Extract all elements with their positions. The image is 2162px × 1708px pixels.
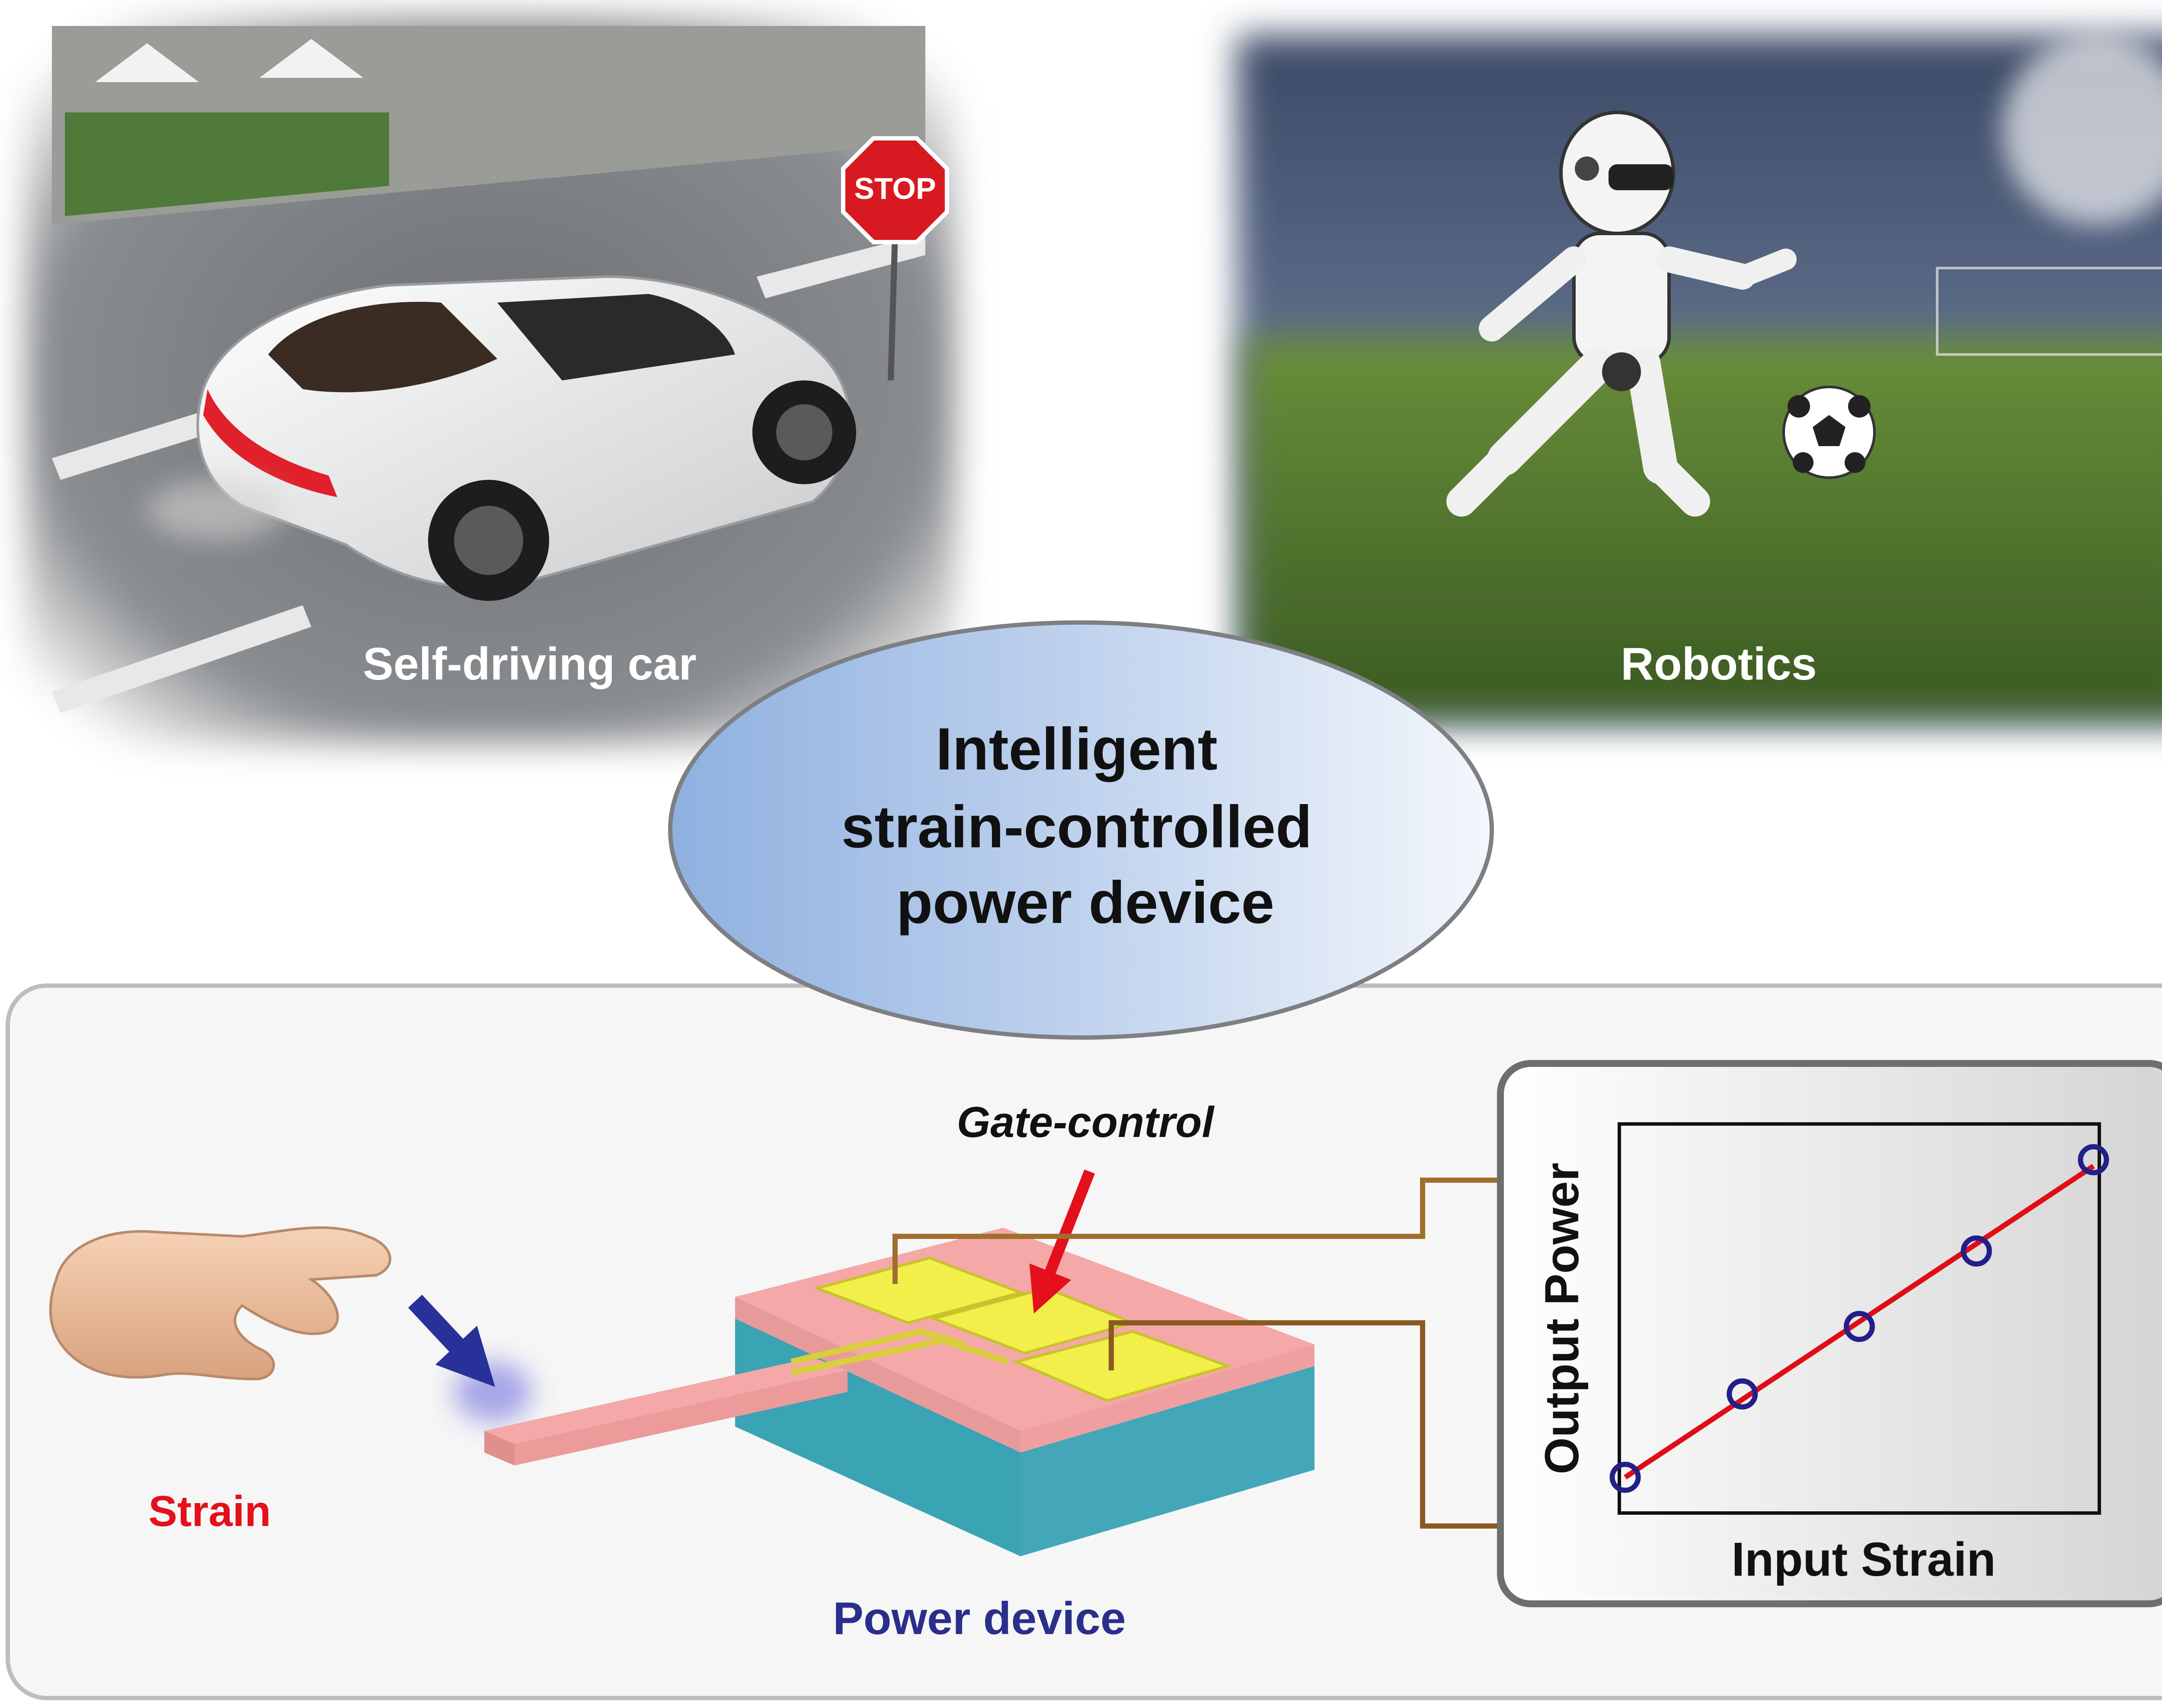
chart-y-label: Output Power — [1535, 1162, 1589, 1474]
center-title-line-3: power device — [896, 869, 1274, 936]
chart-x-label: Input Strain — [1731, 1533, 1996, 1586]
strain-label: Strain — [148, 1487, 271, 1536]
robot-caption: Robotics — [1621, 639, 1817, 690]
cantilever-beam — [484, 1357, 848, 1444]
grass-strip — [65, 112, 389, 216]
chart-marks — [1609, 1144, 2109, 1493]
fit-line — [1624, 1164, 2095, 1480]
power-device-label: Power device — [833, 1593, 1126, 1644]
stadium-light — [2002, 35, 2162, 225]
plot-area — [1618, 1122, 2101, 1515]
data-point-5 — [2078, 1144, 2109, 1175]
gate-control-label: Gate-control — [957, 1098, 1215, 1146]
wire-top — [892, 1178, 1505, 1284]
data-point-4 — [1961, 1235, 1992, 1267]
stop-sign-icon: STOP — [841, 136, 949, 381]
self-driving-car-photo: STOP Self-driving car — [26, 17, 956, 744]
data-point-2 — [1727, 1378, 1758, 1410]
press-arrow — [408, 1294, 532, 1422]
drain-pad — [1012, 1330, 1232, 1402]
chart-box — [1497, 1060, 2162, 1607]
robot-icon — [1446, 111, 1797, 517]
power-device — [484, 1228, 1314, 1556]
substrate-front-face — [1020, 1366, 1314, 1556]
car-caption: Self-driving car — [363, 639, 697, 690]
center-bubble: Intelligent strain-controlled power devi… — [668, 620, 1494, 1040]
robotics-photo: Robotics — [1237, 35, 2162, 726]
wire-bottom — [1109, 1320, 1505, 1529]
center-title-line-1: Intelligent — [936, 716, 1218, 782]
hand-icon — [49, 1226, 391, 1381]
source-pad — [813, 1256, 1025, 1325]
soccer-ball-icon — [1782, 386, 1876, 479]
car-icon — [147, 275, 856, 601]
data-point-1 — [1609, 1462, 1641, 1493]
gate-arrow — [1029, 1169, 1095, 1314]
data-point-3 — [1844, 1311, 1875, 1342]
center-title-line-2: strain-controlled — [841, 794, 1312, 860]
goal-net — [1936, 267, 2162, 356]
stop-sign-text: STOP — [854, 172, 936, 205]
